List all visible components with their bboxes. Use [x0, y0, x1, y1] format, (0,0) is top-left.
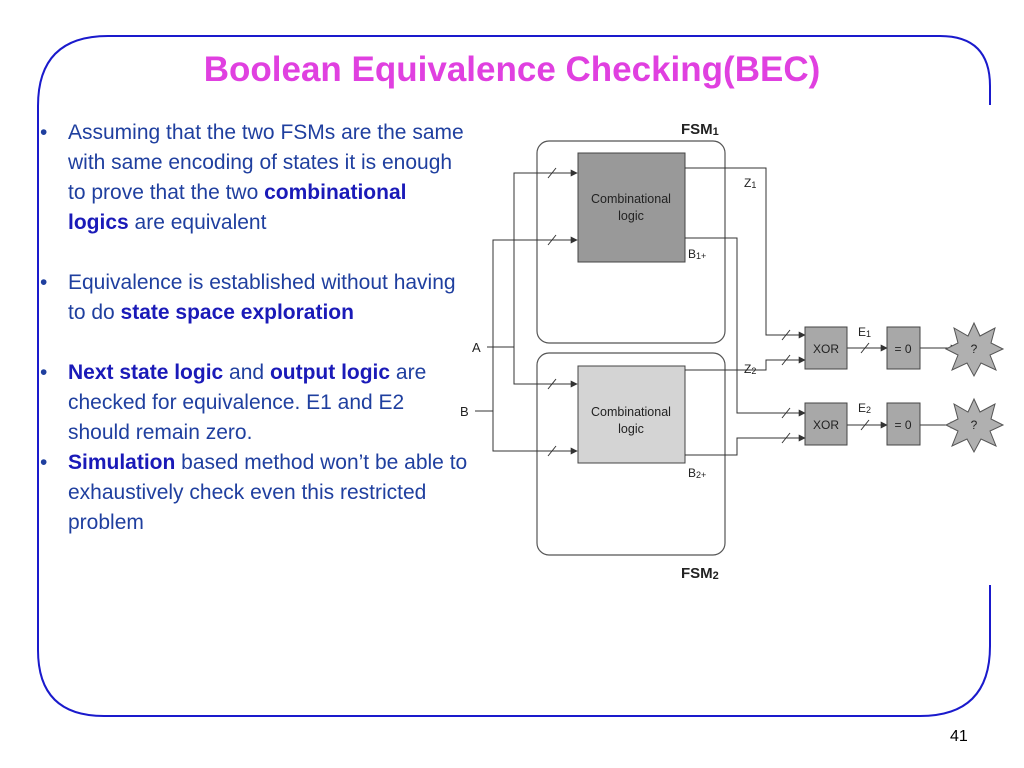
bullet-symbol: •: [40, 121, 48, 144]
bullet-symbol: •: [40, 271, 48, 294]
slide-title: Boolean Equivalence Checking(BEC): [203, 50, 821, 89]
fsm1-container: [536, 140, 726, 344]
comb1-label-line2: logic: [618, 209, 644, 223]
bullet-bold-text: combinational logics: [68, 181, 407, 234]
bus-slash: [781, 432, 791, 444]
starburst-2-icon: [944, 397, 1005, 454]
bullet-list: • Assuming that the two FSMs are the same…: [40, 118, 470, 538]
bus-slash: [547, 378, 557, 390]
bus-slash: [547, 234, 557, 246]
wire-b-to-fsm2: [492, 411, 578, 455]
bullet-item: • Assuming that the two FSMs are the same…: [40, 118, 470, 238]
zero-check-1: [886, 326, 921, 370]
z1-label: Z1: [744, 176, 756, 190]
bullet-item: • Simulation based method won’t be able t…: [40, 448, 470, 538]
z2-label: Z2: [744, 362, 756, 376]
combinational-logic-2: [577, 365, 686, 464]
xor-gate-2: [804, 402, 848, 446]
bullet-symbol: •: [40, 361, 48, 384]
page-number: 41: [950, 728, 968, 745]
input-a-label: A: [472, 340, 481, 355]
comb1-label-line1: Combinational: [591, 192, 671, 206]
starburst-1-label: ?: [971, 342, 978, 356]
bus-slash: [781, 329, 791, 341]
combinational-logic-1: [577, 152, 686, 263]
bullet-symbol: •: [40, 451, 48, 474]
fsm1-label: FSM1: [681, 121, 719, 138]
bullet-text: and: [223, 361, 270, 384]
bus-slash: [547, 445, 557, 457]
starburst-2-label: ?: [971, 418, 978, 432]
bullet-bold-text: state space exploration: [120, 301, 354, 324]
wire-b1: [685, 237, 806, 417]
bullet-text: Equivalence is established without havin…: [68, 271, 456, 324]
zero-check-1-label: = 0: [894, 342, 911, 356]
e2-label: E2: [858, 401, 871, 415]
fsm2-container: [536, 352, 726, 556]
input-b-label: B: [460, 404, 469, 419]
bullet-text: based method won’t be able to exhaustive…: [68, 451, 468, 534]
bullet-bold-text: Next state logic: [68, 361, 224, 384]
bullet-bold-text: Simulation: [68, 451, 176, 474]
bus-slash: [781, 354, 791, 366]
comb2-label-line2: logic: [618, 422, 644, 436]
xor-gate-1: [804, 326, 848, 370]
e1-label: E1: [858, 325, 871, 339]
bus-slash: [860, 342, 870, 354]
comb2-label-line1: Combinational: [591, 405, 671, 419]
b1-label: B1+: [688, 247, 706, 261]
wire-b2: [685, 434, 806, 456]
fsm2-label: FSM2: [681, 565, 719, 582]
wire-a: [487, 169, 578, 348]
zero-check-2-label: = 0: [894, 418, 911, 432]
bullet-item: • Equivalence is established without havi…: [40, 268, 470, 328]
bullet-bold-text: output logic: [269, 361, 391, 384]
wire-b: [475, 236, 578, 412]
zero-check-2: [886, 402, 921, 446]
bullet-text: are equivalent: [128, 211, 267, 234]
bus-slash: [547, 167, 557, 179]
starburst-1-icon: [944, 321, 1005, 378]
wire-a-to-fsm2: [513, 347, 578, 388]
xor1-label: XOR: [813, 342, 839, 356]
b2-label: B2+: [688, 466, 706, 480]
bullet-text: Assuming that the two FSMs are the same …: [68, 121, 464, 204]
bus-slash: [860, 419, 870, 431]
xor2-label: XOR: [813, 418, 839, 432]
bullet-text: are checked for equivalence. E1 and E2 s…: [68, 361, 427, 444]
bus-slash: [781, 407, 791, 419]
bullet-item: • Next state logic and output logic are c…: [40, 358, 470, 448]
